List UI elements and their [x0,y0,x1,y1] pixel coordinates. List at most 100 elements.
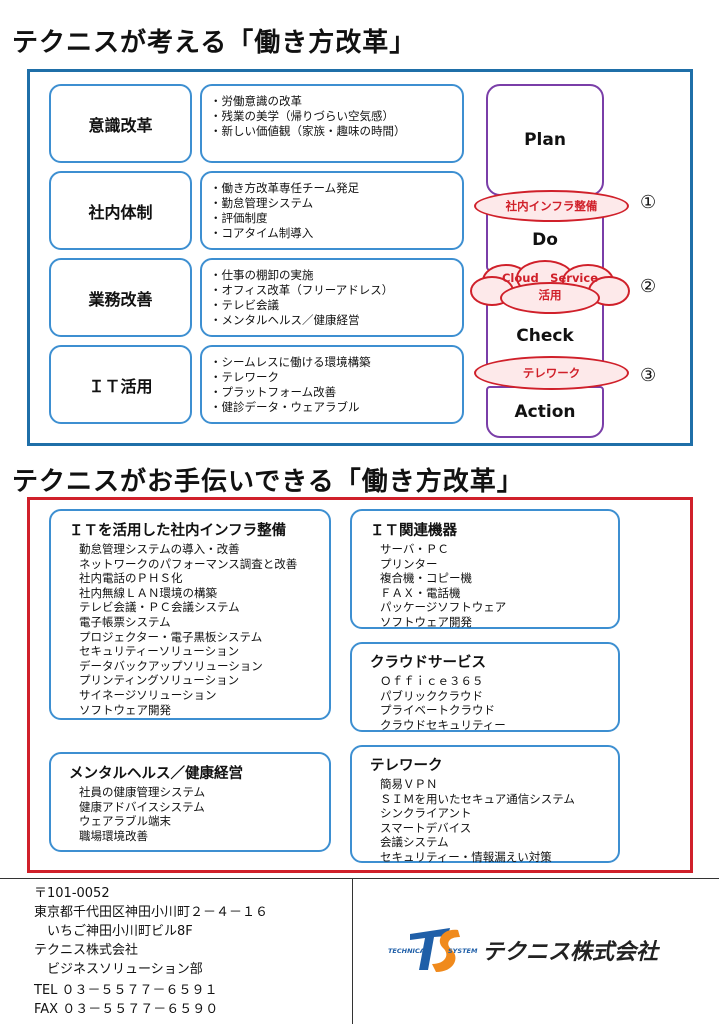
list-item: 電子帳票システム [79,614,171,629]
list-item: サイネージソリューション [79,687,217,702]
bullet: ・オフィス改革（フリーアドレス） [210,283,394,297]
list-item: プリンティングソリューション [79,673,240,688]
reform-frame [27,69,693,446]
list-item: スマートデバイス [380,820,472,835]
service-cloud: クラウドサービス Ｏｆｆｉｃｅ３６５ パブリッククラウド プライベートクラウド … [350,642,620,732]
department: ビジネスソリューション部 [34,962,203,977]
service-mental-health: メンタルヘルス／健康経営 社員の健康管理システム 健康アドバイスシステム ウェア… [49,752,331,852]
highlight-telework: テレワーク [474,356,629,390]
highlight-infra: 社内インフラ整備 [474,190,629,222]
cloud-label-2: 活用 [538,288,562,302]
list-item: 社員の健康管理システム [79,785,206,799]
number-3: ③ [640,365,657,386]
list-item: パブリッククラウド [380,688,484,703]
category-business: 業務改善 [49,258,192,337]
list-item: 社内電話のＰＨＳ化 [79,571,183,586]
title-help: テクニスがお手伝いできる「働き方改革」 [12,467,524,497]
list-item: セキュリティーソリューション [79,644,240,659]
fax: FAX ０３－５５７７－６５９０ [34,1002,219,1017]
list-item: データバックアップソリューション [79,658,263,673]
bullet: ・シームレスに働ける環境構築 [210,355,371,369]
bullet: ・メンタルヘルス／健康経営 [210,313,360,327]
bullet-box-business: ・仕事の棚卸の実施 ・オフィス改革（フリーアドレス） ・テレビ会議 ・メンタルヘ… [200,258,464,337]
list-item: サーバ・ＰＣ [380,542,449,556]
list-item: プロジェクター・電子黒板システム [79,629,263,644]
postal-code: 〒101-0052 [34,886,110,901]
list-item: 健康アドバイスシステム [79,799,205,814]
bullet: ・テレビ会議 [210,298,279,312]
highlight-label: 社内インフラ整備 [505,199,598,213]
service-it-devices: ＩＴ関連機器 サーバ・ＰＣ プリンター 複合機・コピー機 ＦＡＸ・電話機 パッケ… [350,509,620,629]
list-item: ＳＩＭを用いたセキュア通信システム [380,791,575,806]
bullet: ・健診データ・ウェアラブル [210,400,360,414]
category-label: ＩＴ活用 [88,376,153,396]
logo-company-name: テクニス株式会社 [482,940,659,965]
list-item: 社内無線ＬＡＮ環境の構築 [79,585,217,600]
pdca-action: Action [486,386,604,438]
list-item: セキュリティー・情報漏えい対策 [380,849,552,864]
list-item: ソフトウェア開発 [380,614,472,629]
bullet-box-organization: ・働き方改革専任チーム発足 ・勤怠管理システム ・評価制度 ・コアタイム制導入 [200,171,464,250]
list-item: ウェアラブル端末 [79,814,171,829]
tel: TEL ０３－５５７７－６５９１ [34,983,218,998]
bullet: ・残業の美学（帰りづらい空気感） [210,109,394,123]
address: 東京都千代田区神田小川町２－４－１６ [34,905,269,920]
list-item: クラウドセキュリティー [380,717,506,732]
service-title: ＩＴ関連機器 [370,523,457,539]
pdca-label: Plan [524,130,566,150]
category-it: ＩＴ活用 [49,345,192,424]
bullet: ・プラットフォーム改善 [210,385,337,399]
list-item: 勤怠管理システムの導入・改善 [79,542,240,556]
list-item: テレビ会議・ＰＣ会議システム [79,600,240,615]
list-item: プリンター [380,556,438,571]
bullet: ・テレワーク [210,370,279,384]
ts-logo-icon: TECHNICAL SYSTEM [388,928,478,972]
category-label: 社内体制 [88,202,153,222]
logo-system: SYSTEM [448,947,478,955]
service-title: テレワーク [370,758,443,774]
cloud-label-1: Cloud Service [501,271,598,285]
bullet-box-awareness: ・労働意識の改革 ・残業の美学（帰りづらい空気感） ・新しい価値観（家族・趣味の… [200,84,464,163]
pdca-label: Check [516,326,574,346]
cloud-shape: Cloud Service 活用 [470,260,630,316]
footer-divider-top [0,878,719,879]
list-item: シンクライアント [380,806,472,821]
bullet: ・労働意識の改革 [210,94,302,108]
category-label: 意識改革 [88,115,153,135]
company-name: テクニス株式会社 [34,943,139,958]
list-item: プライベートクラウド [380,703,495,718]
service-telework: テレワーク 簡易ＶＰＮ ＳＩＭを用いたセキュア通信システム シンクライアント ス… [350,745,620,864]
bullet: ・新しい価値観（家族・趣味の時間） [210,124,406,138]
footer-address-block: 〒101-0052 東京都千代田区神田小川町２－４－１６ いちご神田小川町ビル8… [34,884,268,1019]
bullet-box-it: ・シームレスに働ける環境構築 ・テレワーク ・プラットフォーム改善 ・健診データ… [200,345,464,424]
pdca-plan: Plan [486,84,604,196]
bullet: ・評価制度 [210,211,268,225]
service-title: ＩＴを活用した社内インフラ整備 [69,523,287,539]
highlight-label: テレワーク [522,366,581,380]
logo-technical: TECHNICAL [388,947,429,955]
list-item: ＦＡＸ・電話機 [380,585,461,600]
pdca-label: Do [532,230,558,250]
footer-divider-vertical [352,878,353,1024]
services-frame [27,497,693,873]
category-awareness: 意識改革 [49,84,192,163]
list-item: ネットワークのパフォーマンス調査と改善 [79,556,298,571]
service-title: クラウドサービス [370,655,486,671]
number-2: ② [640,276,657,297]
bullet: ・勤怠管理システム [210,196,314,210]
bullet: ・コアタイム制導入 [210,226,314,240]
list-item: パッケージソフトウェア [380,600,507,615]
number-1: ① [640,192,657,213]
bullet: ・働き方改革専任チーム発足 [210,181,360,195]
list-item: 会議システム [380,835,449,850]
service-infra: ＩＴを活用した社内インフラ整備 勤怠管理システムの導入・改善 ネットワークのパフ… [49,509,331,720]
category-label: 業務改善 [88,289,153,309]
list-item: Ｏｆｆｉｃｅ３６５ [380,674,484,688]
list-item: 簡易ＶＰＮ [380,777,438,791]
list-item: ソフトウェア開発 [79,702,171,717]
category-organization: 社内体制 [49,171,192,250]
service-title: メンタルヘルス／健康経営 [69,766,243,782]
company-logo: TECHNICAL SYSTEM テクニス株式会社 [388,920,688,980]
pdca-label: Action [514,402,576,422]
title-think: テクニスが考える「働き方改革」 [12,28,417,58]
